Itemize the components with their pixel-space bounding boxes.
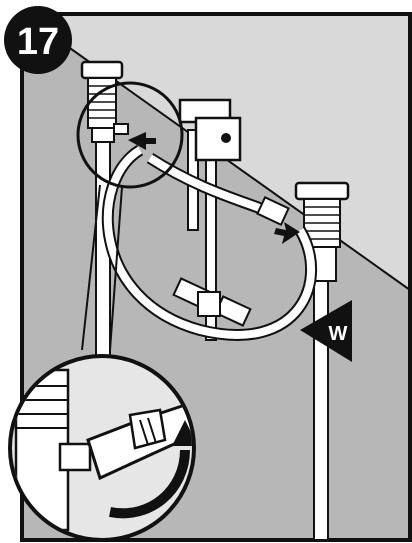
step-badge: 17 bbox=[4, 6, 72, 74]
water-marker-label: W bbox=[329, 323, 348, 345]
step-number: 17 bbox=[17, 21, 59, 63]
